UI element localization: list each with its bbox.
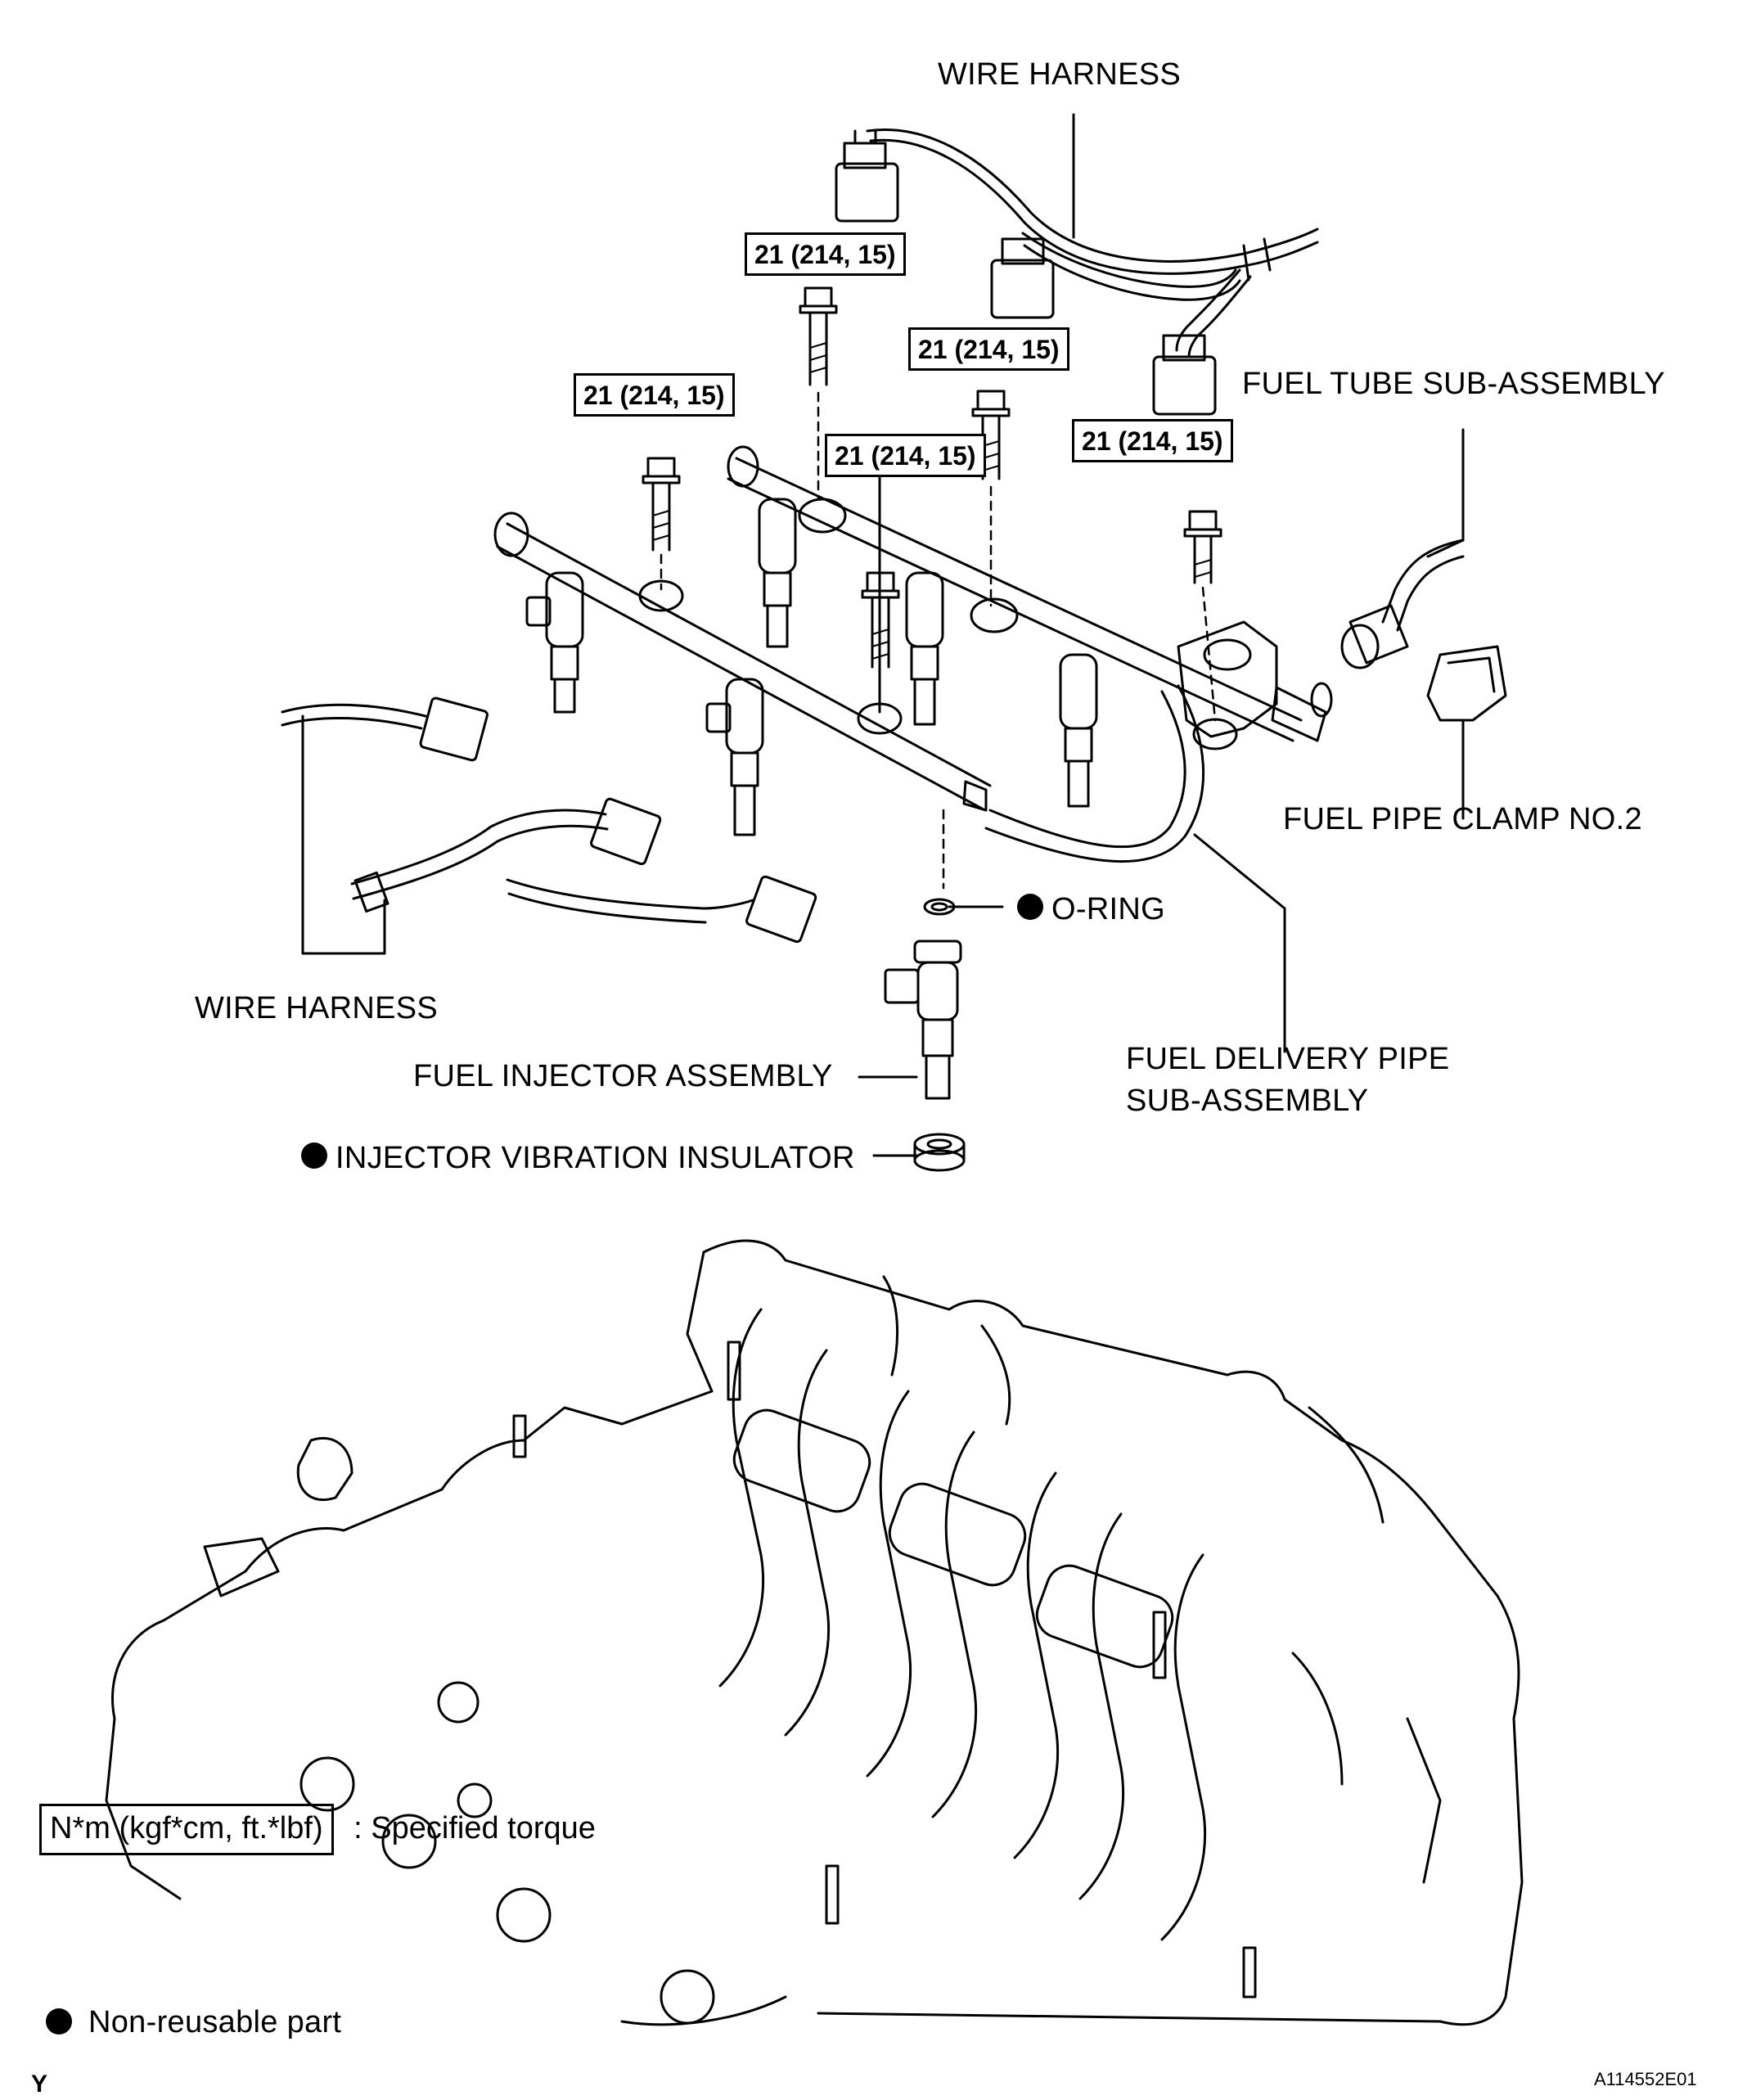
torque-callout-5: 21 (214, 15)	[1072, 419, 1233, 462]
non-reusable-dot-o-ring	[1017, 894, 1043, 920]
non-reusable-dot-legend	[46, 2008, 72, 2035]
o-ring-part	[923, 898, 956, 916]
torque-callout-4: 21 (214, 15)	[825, 434, 986, 477]
label-wire-harness-top: WIRE HARNESS	[938, 57, 1182, 92]
legend-non-reusable: Non-reusable part	[88, 2005, 342, 2039]
label-o-ring: O-RING	[1051, 892, 1166, 926]
bolts	[642, 286, 1222, 669]
wire-harness-top	[835, 128, 1319, 416]
torque-callout-2: 21 (214, 15)	[908, 327, 1069, 371]
figure-id: A114552E01	[1594, 2069, 1697, 2089]
fuel-injector-part	[884, 940, 962, 1100]
torque-callout-1: 21 (214, 15)	[745, 232, 906, 276]
label-wire-harness-left: WIRE HARNESS	[195, 991, 439, 1025]
intake-manifold	[105, 1239, 1524, 2026]
corner-code: Y	[31, 2071, 48, 2098]
torque-callout-3: 21 (214, 15)	[574, 373, 735, 417]
rail-injectors	[525, 498, 1098, 836]
fuel-pipe-clamp	[1426, 645, 1507, 722]
legend-torque-unit: N*m (kgf*cm, ft.*lbf)	[39, 1804, 334, 1855]
bolt-install-paths	[660, 391, 1217, 890]
legend-torque-desc: : Specified torque	[353, 1811, 596, 1845]
label-fuel-tube-sub-assembly: FUEL TUBE SUB-ASSEMBLY	[1242, 367, 1665, 401]
legend-torque: N*m (kgf*cm, ft.*lbf) : Specified torque	[39, 1804, 596, 1855]
label-fuel-injector-assembly: FUEL INJECTOR ASSEMBLY	[413, 1059, 833, 1093]
fuel-tube	[1340, 539, 1465, 669]
fuel-delivery-pipe	[493, 445, 1333, 863]
label-fuel-delivery-pipe-line1: FUEL DELIVERY PIPE	[1126, 1042, 1450, 1076]
non-reusable-dot-insulator	[301, 1142, 327, 1169]
wire-harness-left	[281, 696, 817, 944]
insulator-part	[913, 1133, 966, 1172]
label-injector-vibration-insulator: INJECTOR VIBRATION INSULATOR	[335, 1141, 855, 1175]
label-fuel-delivery-pipe-line2: SUB-ASSEMBLY	[1126, 1084, 1369, 1118]
label-fuel-pipe-clamp: FUEL PIPE CLAMP NO.2	[1283, 802, 1642, 836]
leader-lines	[301, 113, 1465, 1157]
